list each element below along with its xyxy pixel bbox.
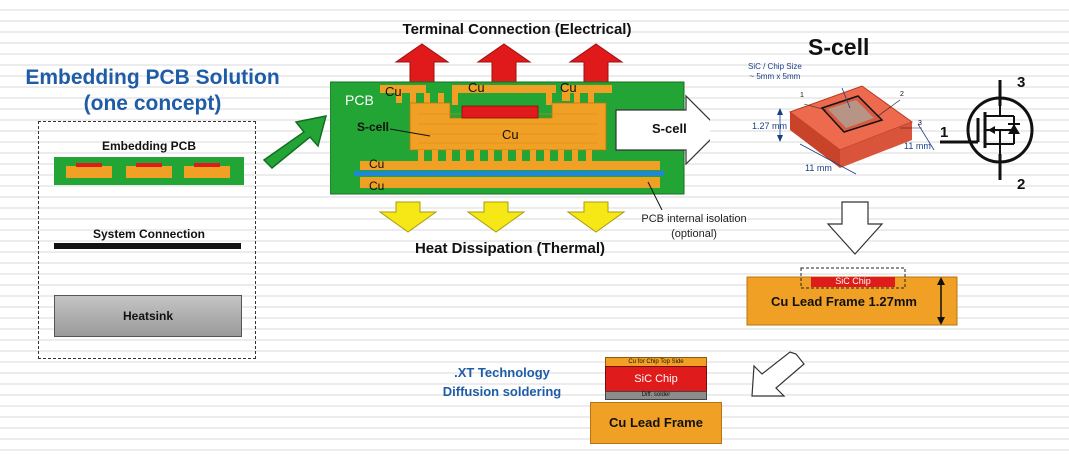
xt-technology-label: .XT Technology Diffusion soldering <box>432 363 572 401</box>
scell-thickness-label: 1.27 mm <box>752 121 788 131</box>
isolation-line1: PCB internal isolation <box>641 213 747 225</box>
xt-tech-line1: .XT Technology <box>454 365 550 380</box>
mosfet-pin3-label: 3 <box>1017 74 1026 91</box>
mosfet-symbol <box>940 80 1034 180</box>
heat-arrow-right <box>566 201 626 233</box>
cu-label-top-right: Cu <box>560 80 577 95</box>
mosfet-pin1-label: 1 <box>940 124 949 141</box>
cu-label-bottom-upper: Cu <box>369 157 385 171</box>
cu-lead-frame-label: Cu Lead Frame <box>609 415 703 430</box>
left-title-line1: Embedding PCB Solution <box>25 66 280 89</box>
diff-solder-label: Diff. solder <box>641 392 671 398</box>
heat-arrow-center <box>466 201 526 233</box>
diagonal-arrow-outline <box>751 351 805 397</box>
mosfet-pin2-label: 2 <box>1017 176 1026 193</box>
left-title-line2: (one concept) <box>83 92 222 115</box>
terminal-arrow-left <box>394 43 450 85</box>
embedding-pcb-label: Embedding PCB <box>101 139 196 153</box>
isolation-label: PCB internal isolation (optional) <box>624 212 764 242</box>
scell-3d-package <box>777 85 935 175</box>
cu-lead-frame-block: Cu Lead Frame <box>590 402 722 444</box>
terminal-arrow-right <box>568 43 624 85</box>
isolation-line2: (optional) <box>671 228 717 240</box>
chip-top-copper-label: Cu for Chip Top Side <box>628 359 684 365</box>
cu-label-top-center: Cu <box>468 80 485 95</box>
green-arrow <box>262 115 328 170</box>
chip-size-line1: SiC / Chip Size <box>748 62 802 71</box>
system-connection-bar <box>54 243 241 249</box>
leadframe-label: Cu Lead Frame 1.27mm <box>771 294 917 309</box>
scell-pin3-label: 3 <box>918 120 922 127</box>
system-connection-label: System Connection <box>92 227 206 241</box>
terminal-arrow-center <box>476 43 532 85</box>
xt-tech-line2: Diffusion soldering <box>442 384 562 399</box>
scell-pin2-label: 2 <box>900 91 904 98</box>
down-arrow-outline <box>826 201 884 255</box>
cu-label-scell: Cu <box>502 127 519 142</box>
scell-arrow-label: S-cell <box>652 121 687 136</box>
sic-chip-label: SiC Chip <box>634 373 678 385</box>
heatsink-block: Heatsink <box>54 295 242 337</box>
heat-arrow-left <box>378 201 438 233</box>
diff-solder-layer: Diff. solder <box>605 391 707 400</box>
embedding-pcb-sketch <box>54 157 244 185</box>
chip-size-label: SiC / Chip Size ~ 5mm x 5mm <box>748 62 802 82</box>
scell-depth-label: 11 mm <box>904 141 931 151</box>
cu-label-top-left: Cu <box>385 84 402 99</box>
scell-width-label: 11 mm <box>805 163 832 173</box>
sic-chip-block: SiC Chip <box>605 366 707 392</box>
leadframe-chip-label: SiC Chip <box>835 276 871 286</box>
heatsink-label: Heatsink <box>122 309 174 323</box>
pcb-label: PCB <box>345 92 374 108</box>
pcb-cross-section <box>330 43 710 233</box>
cu-label-bottom-lower: Cu <box>369 179 385 193</box>
terminal-connection-label: Terminal Connection (Electrical) <box>402 21 632 38</box>
scell-title: S-cell <box>808 34 870 60</box>
chip-size-line2: ~ 5mm x 5mm <box>749 72 801 81</box>
scell-pin1-label: 1 <box>800 92 804 99</box>
left-title: Embedding PCB Solution (one concept) <box>20 66 285 116</box>
concept-box <box>38 121 256 359</box>
heat-dissipation-label: Heat Dissipation (Thermal) <box>414 240 606 257</box>
leadframe-section <box>746 267 958 326</box>
scell-inner-label: S-cell <box>357 120 390 134</box>
scell-arrow <box>615 94 710 166</box>
